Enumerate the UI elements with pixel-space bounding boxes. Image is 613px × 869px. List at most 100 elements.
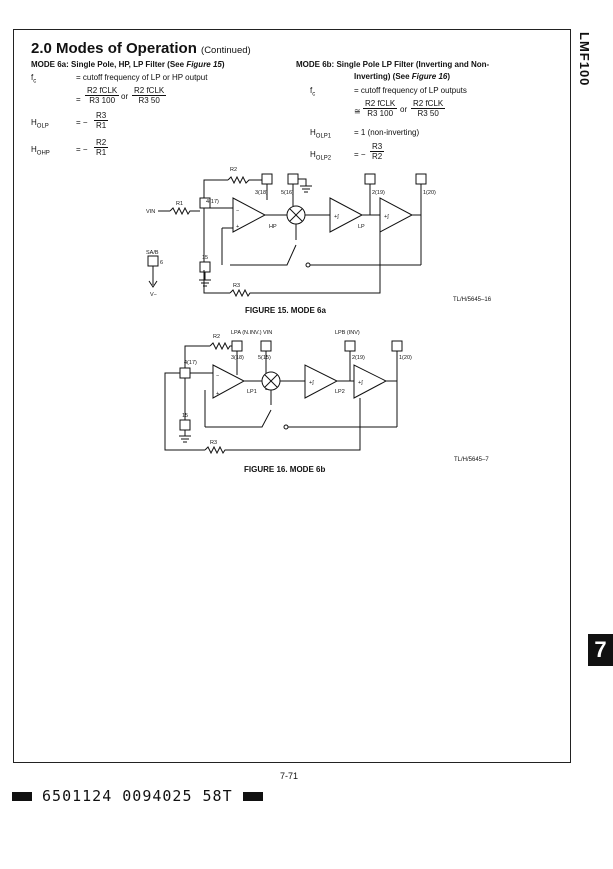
mode6b-fc-fraction2: R2 fCLK R3 50: [411, 99, 446, 118]
fraction-numerator: R2 fCLK: [363, 99, 398, 109]
mode6a-heading: MODE 6a: Single Pole, HP, LP Filter (See…: [31, 59, 225, 70]
part-number-tab: LMF100: [577, 32, 592, 87]
fig15-label-minus: −: [236, 208, 239, 214]
fraction-denominator: R1: [96, 148, 107, 157]
mode6b-heading-line1: MODE 6b: Single Pole LP Filter (Invertin…: [296, 60, 490, 69]
mode6b-fc-fraction1: R2 fCLK R3 100: [363, 99, 398, 118]
mode6a-holp-symbol: HOLP: [31, 118, 49, 132]
fig16-label-r2: R2: [213, 334, 220, 340]
fig16-label-vin: VIN: [263, 330, 272, 336]
fig15-label-pin2: 2(19): [372, 190, 385, 196]
fig15-label-vminus: V−: [150, 292, 157, 298]
fraction-numerator: R2 fCLK: [85, 86, 120, 96]
barcode-block-left: [12, 792, 32, 801]
page-border: [13, 29, 571, 763]
fig15-label-r2: R2: [230, 167, 237, 173]
holp-subscript: OLP: [36, 123, 49, 130]
holp2-subscript: OLP2: [315, 155, 332, 162]
section-title-text: 2.0 Modes of Operation: [31, 40, 197, 57]
fig16-label-lpa: LPA (N.INV.): [231, 330, 262, 336]
fraction-numerator: R3: [94, 111, 109, 121]
mode6b-holp2-symbol: HOLP2: [310, 150, 331, 164]
fig15-label-lp: LP: [358, 224, 365, 230]
fig16-label-integrator1: +∫: [309, 380, 314, 386]
barcode-block-right: [242, 792, 263, 801]
mode6a-heading-figure-ref: Figure 15: [186, 60, 222, 69]
mode6a-hohp-fraction: R2 R1: [94, 138, 109, 157]
fc-letter: f: [310, 86, 313, 95]
page-number: 7-71: [280, 771, 299, 781]
chapter-tab: 7: [588, 634, 613, 666]
fraction-numerator: R2 fCLK: [411, 99, 446, 109]
mode6a-fc-desc: = cutoff frequency of LP or HP output: [76, 73, 208, 82]
mode6a-fc-symbol: fc: [31, 73, 36, 87]
fig16-label-pin15: 15: [182, 413, 188, 419]
fig15-label-hp: HP: [269, 224, 277, 230]
mode6a-holp-eq: = −: [76, 118, 88, 127]
mode6a-heading-text: MODE 6a: Single Pole, HP, LP Filter (See: [31, 60, 187, 69]
fc-letter: f: [31, 73, 34, 82]
mode6b-holp2-eq: = −: [354, 150, 366, 159]
fig15-label-sab: SA/B: [146, 250, 159, 256]
fig15-label-r3: R3: [233, 283, 240, 289]
figure16-caption: FIGURE 16. MODE 6b: [244, 465, 326, 474]
fig16-label-plus: +: [216, 391, 219, 397]
mode6b-fc-approx: ≅: [354, 107, 361, 116]
fraction-numerator: R2 fCLK: [132, 86, 167, 96]
h-letter: H: [310, 128, 316, 137]
mode6b-heading-text: Inverting) (See: [354, 72, 412, 81]
fig15-label-pin4: 4(17): [206, 199, 219, 205]
fc-subscript: c: [312, 91, 316, 98]
barcode-text: 6501124 0094025 58T: [42, 787, 233, 805]
figure16-code: TL/H/5645–7: [454, 457, 489, 463]
fig16-label-integrator2: +∫: [358, 380, 363, 386]
fraction-denominator: R2: [372, 152, 383, 161]
fraction-denominator: R3 50: [138, 96, 160, 105]
fig15-label-r1: R1: [176, 201, 183, 207]
mode6a-hohp-symbol: HOHP: [31, 145, 50, 159]
hohp-subscript: OHP: [36, 150, 50, 157]
mode6b-holp2-fraction: R3 R2: [370, 142, 385, 161]
fig16-label-lpb: LPB (INV): [335, 330, 360, 336]
fig16-label-pin2: 2(19): [352, 355, 365, 361]
fig15-label-pin6: 6: [160, 260, 163, 266]
h-letter: H: [310, 150, 316, 159]
mode6b-heading-figure-ref: Figure 16: [411, 72, 448, 81]
fraction-denominator: R1: [96, 121, 107, 130]
fig15-label-pin3: 3(18): [255, 190, 268, 196]
barcode-line: 6501124 0094025 58T: [12, 787, 263, 805]
mode6a-fc-fraction2: R2 fCLK R3 50: [132, 86, 167, 105]
fig15-label-pin1: 1(20): [423, 190, 436, 196]
fig15-label-pin5: 5(16): [281, 190, 294, 196]
fig16-label-pin5: 5(15): [258, 355, 271, 361]
fig15-label-integrator2: +∫: [384, 214, 389, 220]
fraction-denominator: R3 50: [417, 109, 439, 118]
mode6b-heading-line2: Inverting) (See Figure 16): [354, 71, 450, 82]
holp1-subscript: OLP1: [315, 133, 332, 140]
mode6b-heading-suffix: ): [447, 72, 451, 81]
figure15-code: TL/H/5645–16: [453, 297, 492, 303]
fc-subscript: c: [33, 78, 37, 85]
fig15-label-pin15: 15: [202, 255, 208, 261]
mode6b-fc-desc: = cutoff frequency of LP outputs: [354, 86, 467, 95]
section-continued: (Continued): [201, 45, 251, 56]
h-letter: H: [31, 145, 37, 154]
fig16-label-pin4: 4(17): [184, 360, 197, 366]
fig15-label-integrator1: +∫: [334, 214, 339, 220]
mode6a-heading-suffix: ): [221, 60, 225, 69]
fig16-label-pin3: 3(18): [231, 355, 244, 361]
fraction-denominator: R3 100: [89, 96, 116, 105]
fraction-numerator: R3: [370, 142, 385, 152]
fig15-label-vin: VIN: [146, 209, 155, 215]
mode6b-fc-or: or: [400, 105, 408, 114]
fraction-numerator: R2: [94, 138, 109, 148]
mode6b-fc-symbol: fc: [310, 86, 315, 100]
figure15-caption: FIGURE 15. MODE 6a: [245, 306, 326, 315]
fraction-denominator: R3 100: [367, 109, 394, 118]
fig16-label-minus: −: [216, 373, 219, 379]
mode6b-holp1-eq: = 1 (non-inverting): [354, 128, 420, 137]
fig16-label-r3: R3: [210, 440, 217, 446]
section-title: 2.0 Modes of Operation (Continued): [31, 40, 251, 57]
